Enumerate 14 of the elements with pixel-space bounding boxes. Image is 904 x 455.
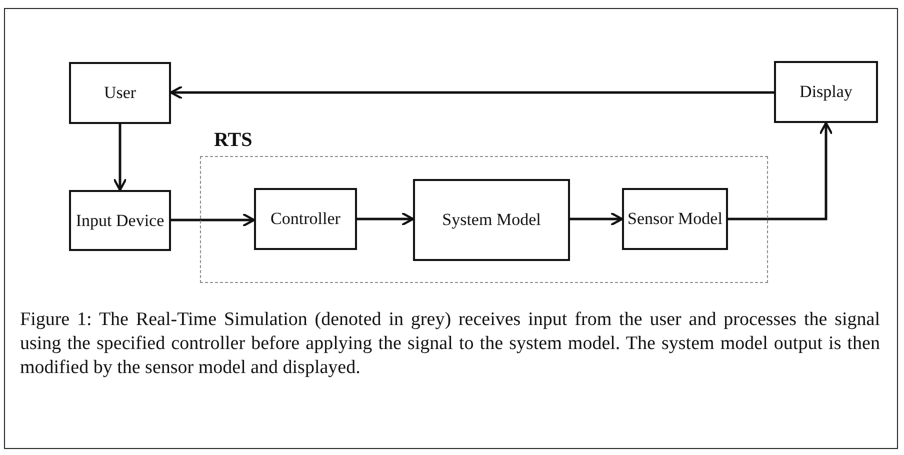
arrow xyxy=(570,212,624,226)
arrow xyxy=(170,85,774,100)
arrow xyxy=(171,212,256,228)
figure-caption: Figure 1: The Real-Time Simulation (denoted in grey) receives input from the user and processes the signal using the specified controller before applying the signal to the system model. The system model output is then modified by the sensor model and displayed. xyxy=(20,308,880,380)
process-box: System Model xyxy=(413,179,570,261)
process-box: User xyxy=(69,62,171,124)
arrow xyxy=(112,124,128,192)
process-box: Sensor Model xyxy=(622,188,728,250)
process-box: Input Device xyxy=(69,190,171,251)
group-heading: RTS xyxy=(214,128,252,152)
process-box: Controller xyxy=(254,188,357,250)
arrow xyxy=(357,212,414,226)
arrow xyxy=(728,122,834,220)
process-box: Display xyxy=(774,61,878,123)
